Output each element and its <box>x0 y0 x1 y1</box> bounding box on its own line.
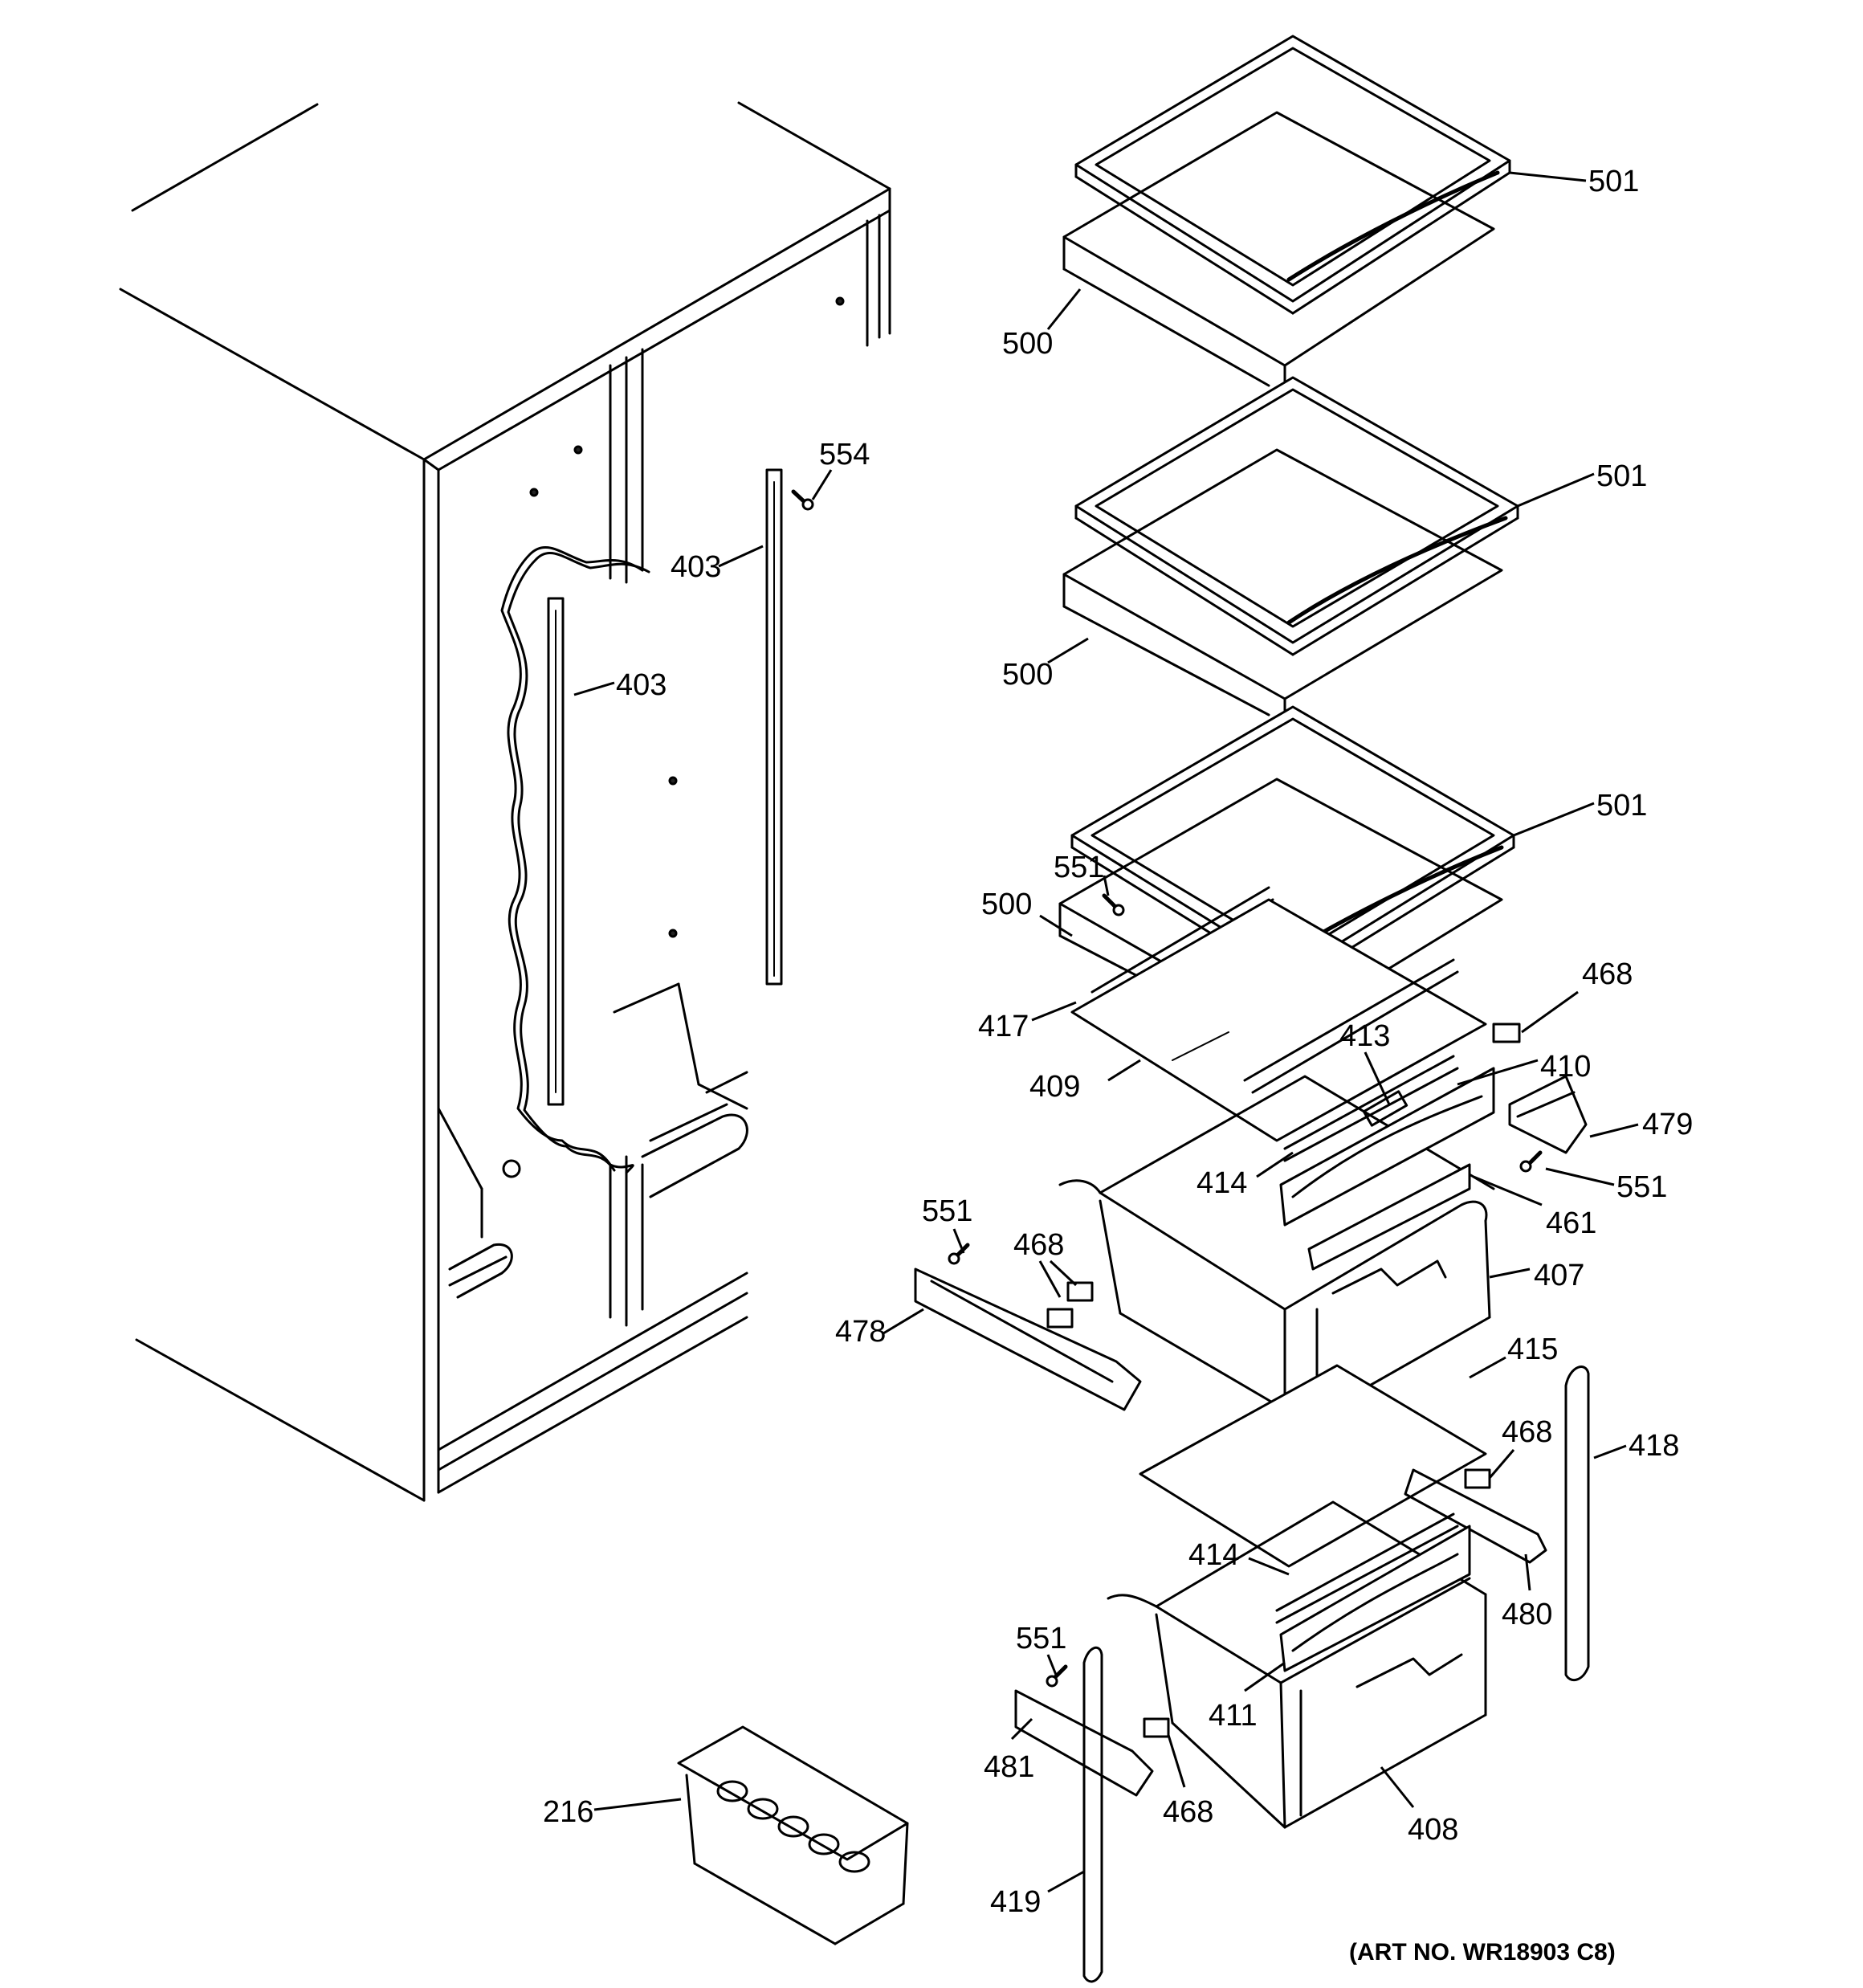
callout-408: 408 <box>1408 1813 1458 1847</box>
callout-409: 409 <box>1029 1070 1080 1104</box>
fresh-food-cabinet <box>119 101 891 1502</box>
screw-551-upper-icon <box>1102 893 1125 916</box>
callout-407: 407 <box>1534 1259 1584 1292</box>
leader-lines <box>573 171 1639 1893</box>
drawer-slide-480 <box>1404 1468 1547 1564</box>
callout-551-right: 551 <box>1616 1170 1667 1204</box>
crisper-cover-411 <box>1279 1525 1471 1672</box>
egg-bin-216 <box>677 1725 909 1945</box>
callout-500-bottom: 500 <box>981 888 1032 921</box>
callout-410: 410 <box>1540 1050 1591 1084</box>
shelf-ladder-left <box>547 597 565 1106</box>
callout-554: 554 <box>819 438 870 471</box>
callout-481: 481 <box>984 1750 1034 1784</box>
callout-468-lower: 468 <box>1163 1795 1213 1829</box>
callout-415: 415 <box>1507 1333 1558 1366</box>
drawer-slide-479 <box>1508 1075 1588 1154</box>
trim-418 <box>1564 1365 1590 1682</box>
callout-403-right: 403 <box>671 550 721 584</box>
callout-418: 418 <box>1629 1429 1679 1463</box>
trim-419 <box>1082 1646 1103 1983</box>
callout-500-middle: 500 <box>1002 658 1053 692</box>
callout-479: 479 <box>1642 1108 1693 1141</box>
callout-468-middle-right: 468 <box>1502 1415 1552 1449</box>
callout-551-lower: 551 <box>1016 1622 1066 1655</box>
callout-413: 413 <box>1339 1019 1390 1053</box>
drawer-slide-481 <box>1014 1689 1154 1797</box>
callout-501-top: 501 <box>1588 165 1639 198</box>
callout-461: 461 <box>1546 1206 1596 1240</box>
clip-468-middle-right-icon <box>1464 1468 1491 1489</box>
clip-468-lower-icon <box>1143 1717 1170 1738</box>
callout-414-upper: 414 <box>1196 1166 1247 1200</box>
shelf-bracket-500-top <box>1062 111 1495 387</box>
callout-411: 411 <box>1209 1699 1258 1733</box>
art-number-label: (ART NO. WR18903 C8) <box>1349 1939 1616 1966</box>
shelf-ladder-right <box>765 468 783 986</box>
clip-468-left-icon <box>1046 1281 1094 1329</box>
screw-554-icon <box>791 489 814 511</box>
callout-480: 480 <box>1502 1598 1552 1631</box>
callout-419: 419 <box>990 1885 1041 1919</box>
callout-216: 216 <box>543 1795 593 1829</box>
shelf-bracket-500-middle <box>1062 448 1503 716</box>
shelf-frame-501-middle <box>1074 376 1519 656</box>
callout-417: 417 <box>978 1010 1029 1043</box>
callout-468-upper-right: 468 <box>1582 957 1633 991</box>
shelf-frame-501-top <box>1074 35 1511 315</box>
callout-468-left: 468 <box>1013 1228 1064 1262</box>
screw-551-lower-icon <box>1046 1664 1068 1688</box>
screw-551-right-icon <box>1519 1150 1543 1173</box>
glass-cover-415 <box>1139 1364 1487 1568</box>
rail-414-lower <box>1275 1512 1459 1624</box>
rail-414-upper <box>1283 1055 1459 1162</box>
crisper-cover-410 <box>1279 1067 1495 1227</box>
callout-501-bottom: 501 <box>1596 789 1647 823</box>
callout-414-lower: 414 <box>1188 1538 1239 1572</box>
handle-461 <box>1307 1163 1471 1271</box>
callout-551-left: 551 <box>922 1194 972 1228</box>
drawer-slide-478 <box>914 1268 1142 1411</box>
callout-551-upper: 551 <box>1054 851 1104 884</box>
callout-403-left: 403 <box>616 668 667 702</box>
screw-551-left-icon <box>948 1243 970 1265</box>
glass-shelf-409 <box>1070 898 1487 1142</box>
callout-501-middle: 501 <box>1596 459 1647 493</box>
clip-468-upper-right-icon <box>1492 1023 1521 1043</box>
callout-500-top: 500 <box>1002 327 1053 361</box>
callout-numbers: 501 500 501 500 554 403 403 501 551 500 … <box>543 165 1693 1919</box>
callout-478: 478 <box>835 1315 886 1349</box>
